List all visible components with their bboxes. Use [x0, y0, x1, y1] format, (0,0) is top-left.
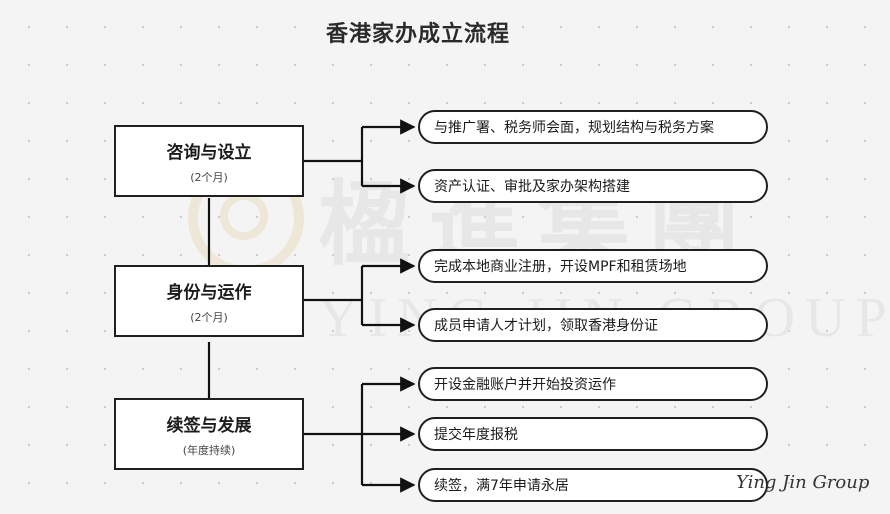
stage-box-consult: 咨询与设立 (2个月) — [114, 125, 304, 197]
step-pill: 提交年度报税 — [418, 417, 768, 451]
signature-logo: Ying Jin Group — [736, 472, 870, 493]
stage-name: 咨询与设立 — [166, 142, 252, 163]
page-title: 香港家办成立流程 — [325, 22, 510, 47]
step-pill: 成员申请人才计划，领取香港身份证 — [418, 308, 768, 342]
stage-name: 续签与发展 — [166, 415, 252, 436]
stage-name: 身份与运作 — [166, 282, 252, 303]
step-pill: 资产认证、审批及家办架构搭建 — [418, 169, 768, 203]
step-pill: 完成本地商业注册，开设MPF和租赁场地 — [418, 249, 768, 283]
stage-box-renewal: 续签与发展 (年度持续) — [114, 398, 304, 470]
stage-duration: (2个月) — [190, 170, 228, 184]
stage-box-identity: 身份与运作 (2个月) — [114, 265, 304, 337]
stage-duration: (2个月) — [190, 310, 228, 324]
step-pill: 开设金融账户并开始投资运作 — [418, 367, 768, 401]
step-pill: 与推广署、税务师会面，规划结构与税务方案 — [418, 110, 768, 144]
step-pill: 续签，满7年申请永居 — [418, 468, 768, 502]
stage-duration: (年度持续) — [182, 443, 236, 457]
